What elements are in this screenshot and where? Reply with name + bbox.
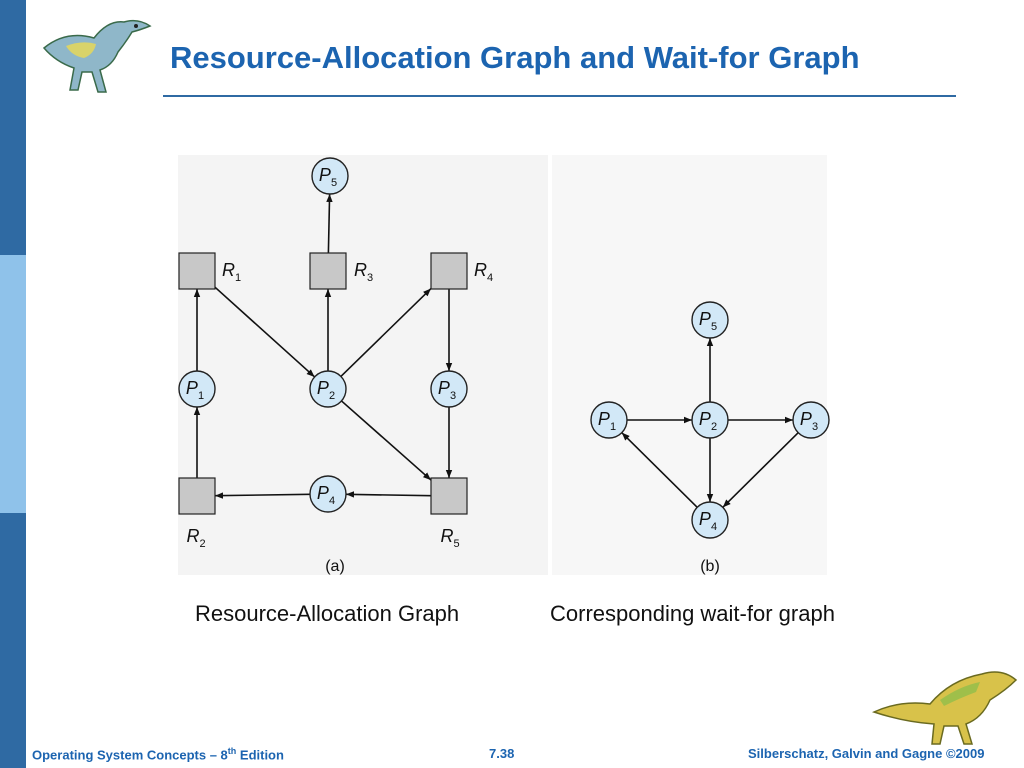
graph-a-resource-r2 <box>178 477 216 515</box>
graph-b-process-p2-label: P2 <box>699 409 717 433</box>
graph-a-process-p4-label: P4 <box>317 483 335 507</box>
graph-a-background <box>178 155 548 575</box>
graph-a-resource-r5-label: R5 <box>440 526 459 550</box>
graph-a-edge-p2-to-r5 <box>340 400 432 481</box>
dinosaur-logo-icon <box>42 19 152 93</box>
graph-a-resource-r2-label: R2 <box>186 526 205 550</box>
graph-a-process-p2-label: P2 <box>317 378 335 402</box>
graph-b-process-p4 <box>691 501 729 539</box>
graph-b-edge-p3-to-p4 <box>722 432 799 508</box>
graph-b-process-p5-label: P5 <box>699 309 717 333</box>
footer-slide-number: 7.38 <box>489 746 515 761</box>
footer-edition-tail: Edition <box>236 747 284 763</box>
graph-b-process-p4-label: P4 <box>699 509 717 533</box>
graph-b-process-p2 <box>691 401 729 439</box>
graph-a-resource-r1 <box>178 252 216 290</box>
graph-b-process-p3-label: P3 <box>800 409 818 433</box>
graph-a-resource-r4 <box>430 252 468 290</box>
graph-a-resource-r3 <box>309 252 347 290</box>
graph-a-resource-r3-label: R3 <box>354 260 373 284</box>
graph-b-process-p1 <box>590 401 628 439</box>
caption-wait-for: Corresponding wait-for graph <box>550 601 835 626</box>
dinosaur-footer-icon <box>871 671 1018 745</box>
graph-a-edge-p2-to-r4 <box>340 287 432 378</box>
side-bar-highlight <box>0 255 26 513</box>
graph-b-process-p1-label: P1 <box>598 409 616 433</box>
graph-a-process-p5-label: P5 <box>319 165 337 189</box>
slide-title: Resource-Allocation Graph and Wait-for G… <box>170 40 860 75</box>
caption-resource-allocation: Resource-Allocation Graph <box>195 601 460 626</box>
graph-b-process-p3 <box>792 401 830 439</box>
footer-edition-main: Operating System Concepts – 8 <box>32 747 228 763</box>
graph-a-edge-r3-to-p5 <box>326 193 333 254</box>
graph-a-edge-r5-to-p4 <box>345 491 432 498</box>
graph-a-edge-p4-to-r2 <box>214 492 311 499</box>
title-rule <box>163 95 956 97</box>
graph-a-process-p3-label: P3 <box>438 378 456 402</box>
graph-a-resource-r4-label: R4 <box>474 260 493 284</box>
graph-a-resource-r5 <box>430 477 468 515</box>
side-bar <box>0 0 26 768</box>
graph-a-process-p5 <box>311 157 349 195</box>
footer-edition-sup: th <box>227 746 237 756</box>
graph-a-process-p3 <box>430 370 468 408</box>
graph-b-background <box>552 155 827 575</box>
footer-copyright: Silberschatz, Galvin and Gagne ©2009 <box>748 746 985 761</box>
graph-a-process-p4 <box>309 475 347 513</box>
graph-b-edges <box>621 338 799 508</box>
graph-a-process-p1 <box>178 370 216 408</box>
graph-a-edge-r1-to-p2 <box>214 286 316 378</box>
graph-b-edge-p4-to-p1 <box>621 432 698 508</box>
graph-a-process-p2 <box>309 370 347 408</box>
graph-a-edges <box>193 193 453 499</box>
graph-b-panel-label: (b) <box>700 558 720 575</box>
graph-b-process-p5 <box>691 301 729 339</box>
graph-a-panel-label: (a) <box>325 558 345 575</box>
footer-edition: Operating System Concepts – 8th Edition <box>32 746 284 762</box>
graph-a-resource-r1-label: R1 <box>222 260 241 284</box>
graph-a-process-p1-label: P1 <box>186 378 204 402</box>
